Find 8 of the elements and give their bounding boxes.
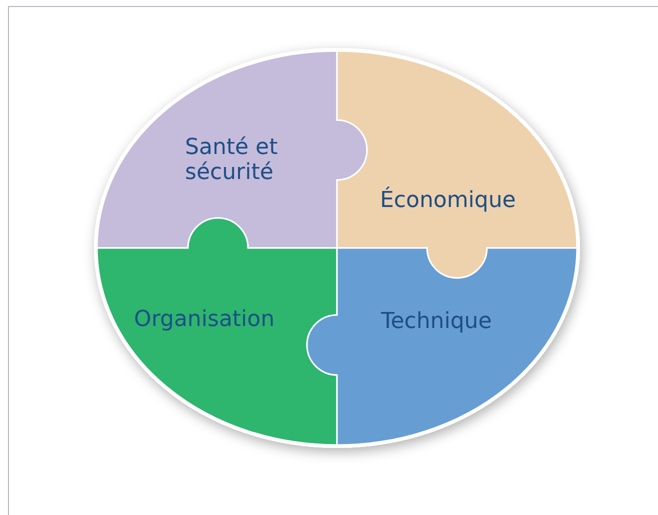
piece-label: Technique [381,309,493,334]
puzzle-piece [307,248,577,445]
piece-label: Économique [380,188,517,213]
piece-label: Santé et sécurité [185,135,279,185]
puzzle-piece [337,51,577,278]
piece-label: Organisation [134,307,276,332]
puzzle-piece [97,51,367,248]
puzzle-piece [97,218,337,445]
